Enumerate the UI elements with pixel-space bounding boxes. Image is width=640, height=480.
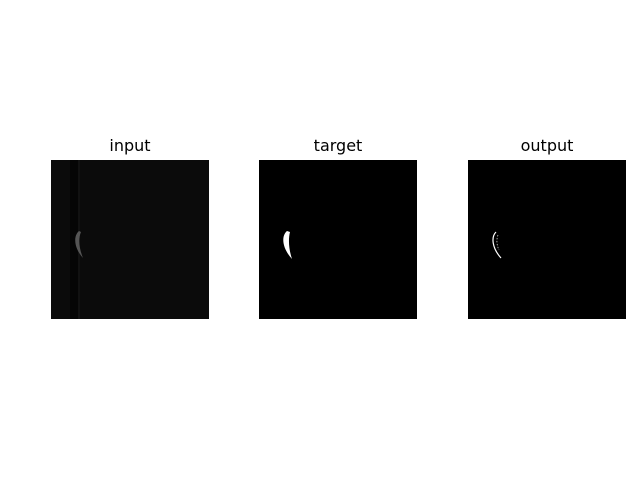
output-crescent-outline [492, 231, 502, 259]
panel-output: output [468, 136, 626, 319]
panel-title-input: input [109, 136, 151, 155]
input-image [51, 160, 209, 319]
target-background [259, 160, 417, 319]
target-crescent [283, 231, 292, 259]
output-image [468, 160, 626, 319]
output-background [468, 160, 626, 319]
input-dark-band [70, 160, 80, 319]
panel-input: input [51, 136, 209, 319]
panel-target: target [259, 136, 417, 319]
panel-title-target: target [313, 136, 363, 155]
panel-title-output: output [520, 136, 574, 155]
output-crescent-inner [496, 234, 500, 251]
input-crescent [75, 231, 83, 258]
target-image [259, 160, 417, 319]
